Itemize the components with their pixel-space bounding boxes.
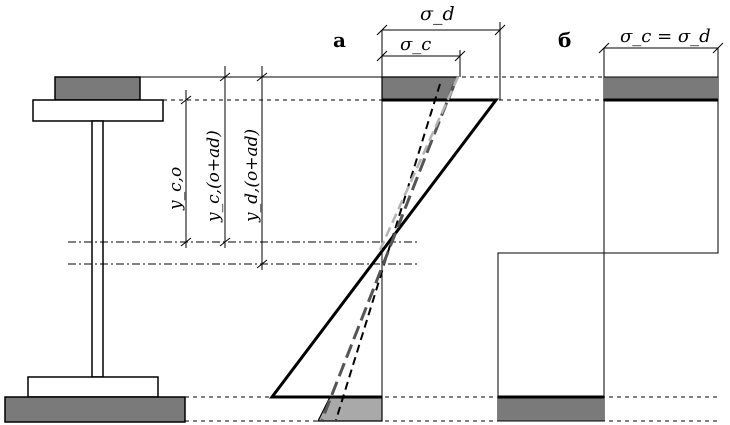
panel-a-diagram bbox=[268, 30, 500, 422]
stress-line-dashed-top bbox=[378, 76, 460, 251]
dim-y-c-o-tick-bottom bbox=[180, 237, 192, 247]
dim-y-c-oad-tick-bottom bbox=[219, 237, 231, 247]
sigma-cd-tick-left bbox=[598, 42, 610, 54]
top-flange bbox=[32, 99, 164, 122]
dim-y-c-o-tick-top bbox=[180, 95, 192, 105]
label-y-d-oad: y_d,(o+ad) bbox=[242, 129, 262, 223]
panel-b-label: б bbox=[558, 28, 571, 52]
top-added-plate bbox=[54, 76, 141, 101]
dim-y-d-oad-tick-bottom bbox=[256, 259, 268, 269]
bottom-flange bbox=[27, 376, 159, 398]
sigma-c-dimension bbox=[376, 50, 466, 77]
beam-cross-section bbox=[4, 76, 186, 423]
top-plate-stress-area bbox=[381, 76, 459, 101]
sigma-d-tick-left bbox=[376, 24, 388, 36]
label-sigma-c: σ_c bbox=[400, 34, 431, 55]
web bbox=[91, 120, 104, 378]
label-y-c-oad: y_c,(o+ad) bbox=[204, 130, 224, 223]
label-y-c-o: y_c,o bbox=[166, 167, 186, 211]
stress-block-upper bbox=[603, 48, 719, 254]
label-sigma-d: σ_d bbox=[420, 3, 455, 25]
sigma-c-tick-right bbox=[454, 50, 466, 62]
stress-line-dashed-2 bbox=[320, 83, 456, 421]
sigma-cd-tick-right bbox=[712, 42, 724, 54]
dim-y-c-oad-tick-top bbox=[219, 72, 231, 82]
label-sigma-c-eq-d: σ_c = σ_d bbox=[620, 26, 711, 47]
stress-line-solid bbox=[268, 98, 500, 399]
top-plate-stress-block bbox=[604, 77, 718, 100]
panel-b-diagram bbox=[497, 48, 719, 422]
bottom-added-plate bbox=[4, 396, 186, 423]
sigma-d-dimension bbox=[376, 22, 506, 100]
bottom-plate-stress-block bbox=[498, 397, 604, 421]
sigma-c-eq-d-dimension bbox=[598, 42, 724, 54]
sigma-d-tick-right bbox=[494, 24, 506, 36]
sigma-c-tick-left bbox=[376, 50, 388, 62]
level-lines bbox=[68, 76, 718, 422]
panel-a-label: а bbox=[333, 28, 346, 52]
dimension-lines bbox=[180, 66, 268, 270]
dim-y-d-oad-tick-top bbox=[256, 72, 268, 82]
